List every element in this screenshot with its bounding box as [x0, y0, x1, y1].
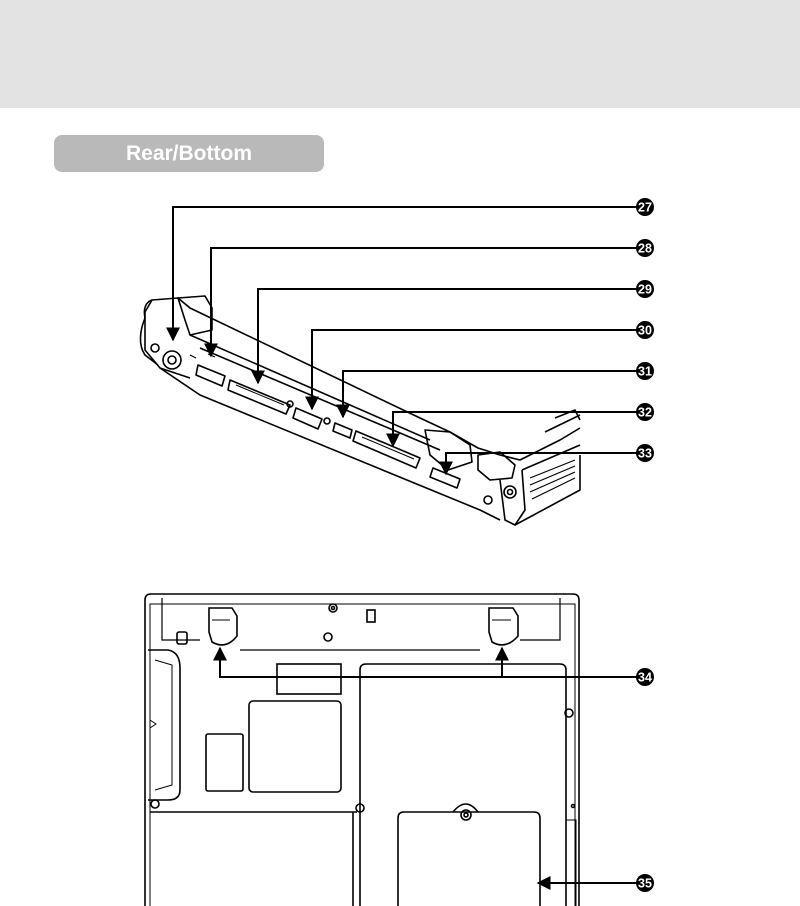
svg-text:28: 28: [638, 242, 652, 256]
svg-text:35: 35: [638, 877, 652, 891]
section-title: Rear/Bottom: [125, 141, 252, 165]
svg-text:32: 32: [638, 406, 652, 420]
svg-text:34: 34: [638, 671, 652, 685]
svg-text:31: 31: [638, 365, 652, 379]
callout-33: 33: [636, 444, 654, 462]
rear-callout-leaders: [166, 206, 637, 476]
callout-30: 30: [636, 321, 654, 339]
header-band: [0, 0, 800, 108]
callout-31: 31: [636, 362, 654, 380]
section-title-tab: Rear/Bottom: [54, 135, 324, 172]
callout-29: 29: [636, 280, 654, 298]
svg-text:33: 33: [638, 447, 652, 461]
callout-34: 34: [636, 668, 654, 686]
callout-35: 35: [636, 874, 654, 892]
callout-27: 27: [636, 198, 654, 216]
laptop-bottom-illustration: [144, 593, 580, 906]
svg-text:30: 30: [638, 324, 652, 338]
callout-28: 28: [636, 239, 654, 257]
bottom-callout-leaders: [213, 646, 637, 890]
svg-text:29: 29: [638, 283, 652, 297]
callout-32: 32: [636, 403, 654, 421]
callout-markers: 27 28 29 30 31 32 33 34 35: [636, 198, 654, 892]
svg-text:27: 27: [638, 201, 652, 215]
